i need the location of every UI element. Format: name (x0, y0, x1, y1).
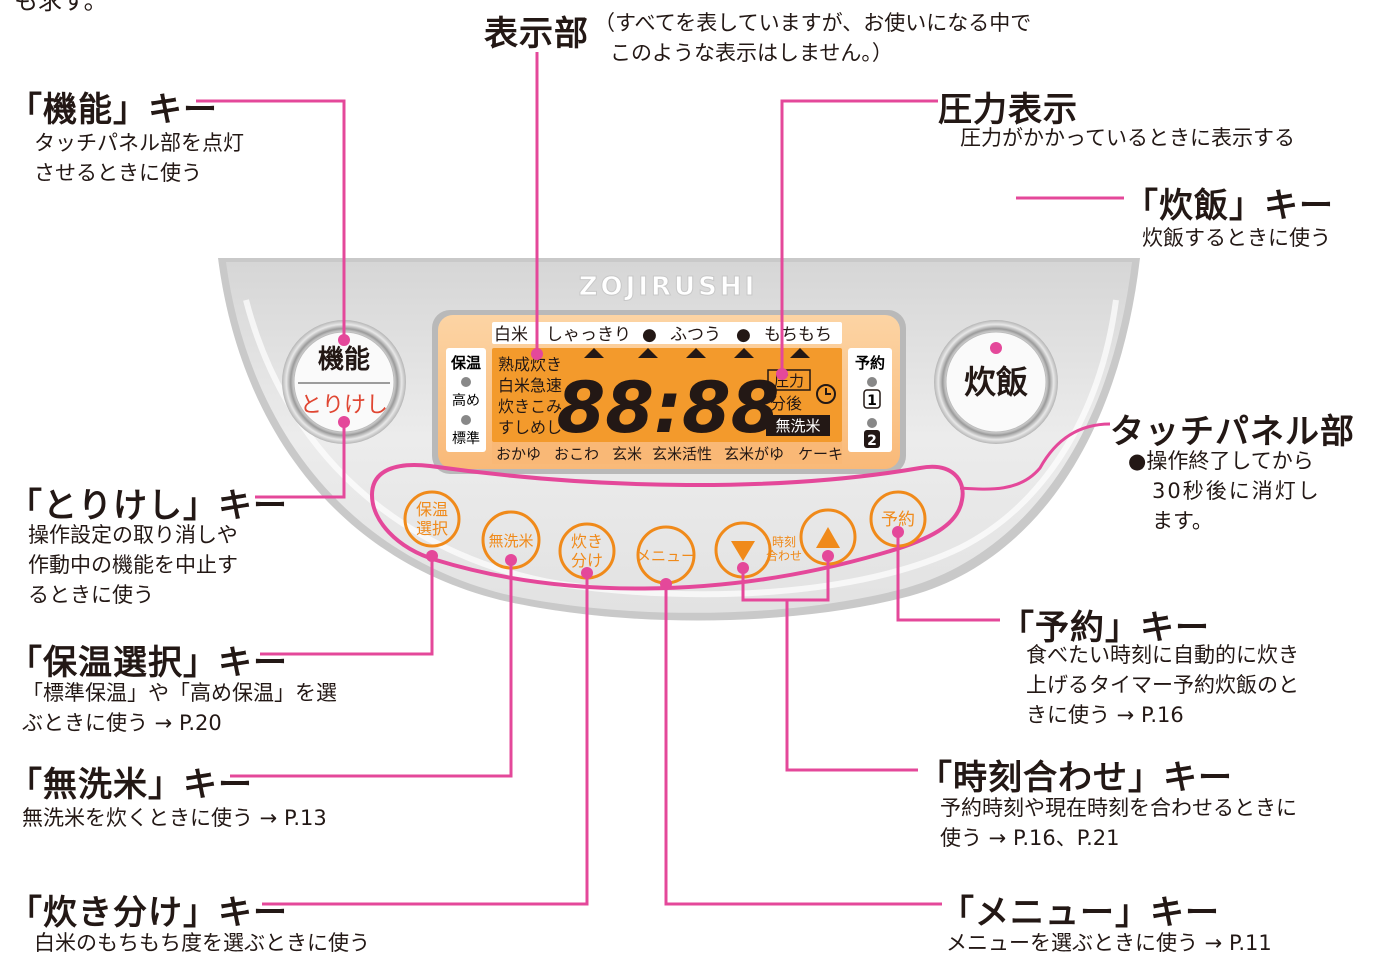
musenmai-callout-title: 「無洗米」キー (8, 765, 253, 805)
suihan-button[interactable]: 炊飯 (934, 320, 1058, 444)
kinou-torikeshi-button[interactable]: 機能 とりけし (282, 320, 406, 444)
hoon-sentaku-callout-desc-1: 「標準保温」や「高め保温」を選 (22, 681, 337, 705)
lcd-hyoujun-label: 標準 (452, 431, 480, 447)
yoyaku-callout-desc-2: 上げるタイマー予約炊飯のと (1026, 673, 1299, 697)
hoon-sentaku-key[interactable]: 保温 選択 (403, 490, 461, 548)
atsuryoku-callout-title: 圧力表示 (938, 90, 1078, 130)
hoon-sentaku-callout-title: 「保温選択」キー (8, 643, 288, 683)
torikeshi-callout-desc-3: るときに使う (28, 583, 154, 607)
top-fragment: も求す。 (14, 0, 108, 15)
torikeshi-callout-desc-2: 作動中の機能を中止す (28, 553, 238, 577)
lcd-takame-label: 高め (452, 392, 480, 409)
brand-logo: ZOJIRUSHI (579, 272, 758, 302)
menu-key-label[interactable]: メニュー (636, 547, 696, 565)
lcd-genmai-kassei: 玄米活性 (652, 445, 712, 463)
touch-panel-callout-title: タッチパネル部 (1110, 412, 1355, 452)
hoon-sentaku-callout-desc-2: ぶときに使う → P.20 (22, 711, 222, 735)
lcd-shakkiri: しゃっきり (546, 325, 631, 345)
leader-lines (196, 52, 1124, 906)
lcd-fungo-label: 分後 (770, 394, 802, 413)
yoyaku-callout-desc-3: きに使う → P.16 (1026, 703, 1184, 727)
arrow-up-icon (816, 527, 840, 548)
jikoku-callout-desc-1: 予約時刻や現在時刻を合わせるときに (940, 796, 1297, 820)
jikoku-key-label-2: 合わせ (766, 548, 802, 563)
kinou-callout-desc-1: タッチパネル部を点灯 (34, 131, 244, 155)
touch-panel-callout-desc-1: ●操作終了してから (1128, 449, 1314, 473)
lcd-hoon-box (446, 348, 486, 452)
arrow-down-icon (731, 541, 755, 561)
takiwake-key-label-2[interactable]: 分け (571, 551, 603, 570)
lcd-futsuu: ふつう (670, 325, 721, 345)
lcd-mochimochi: もちもち (764, 325, 832, 345)
lcd-dot-1: ● (642, 325, 657, 345)
lcd-okowa: おこわ (554, 445, 599, 463)
menu-callout-desc-1: メニューを選ぶときに使う → P.11 (946, 931, 1272, 955)
torikeshi-button-label[interactable]: とりけし (300, 393, 388, 418)
torikeshi-callout-desc-1: 操作設定の取り消しや (28, 523, 238, 547)
display-section-title: 表示部 (484, 14, 589, 54)
takiwake-key-label-1[interactable]: 炊き (571, 532, 603, 551)
touch-panel-callout-desc-3: ます。 (1152, 509, 1213, 533)
lcd-yoyaku-1: 1 (867, 393, 877, 409)
lcd-sushimeshi: すしめし (498, 418, 562, 437)
musenmai-key-label[interactable]: 無洗米 (488, 532, 533, 550)
suihan-callout-desc-1: 炊飯するときに使う (1142, 226, 1331, 250)
lcd-cake: ケーキ (798, 445, 843, 463)
menu-callout-title: 「メニュー」キー (940, 893, 1220, 933)
suihan-callout-title: 「炊飯」キー (1124, 186, 1334, 226)
takiwake-key[interactable]: 炊き 分け (558, 522, 616, 580)
atsuryoku-callout-desc-1: 圧力がかかっているときに表示する (960, 126, 1295, 150)
display-section-note-1: （すべてを表していますが、お使いになる中で (594, 11, 1032, 35)
lcd-yoyaku-label: 予約 (855, 354, 885, 372)
kinou-button-label[interactable]: 機能 (318, 344, 370, 375)
touch-panel-callout-desc-2: 30秒後に消灯し (1152, 479, 1321, 503)
lcd-okayu: おかゆ (496, 445, 541, 463)
yoyaku-key-label[interactable]: 予約 (881, 510, 915, 530)
takiwake-callout-desc-1: 白米のもちもち度を選ぶときに使う (34, 931, 370, 955)
suihan-button-label[interactable]: 炊飯 (964, 363, 1028, 401)
lcd-genmaigayu: 玄米がゆ (724, 445, 784, 463)
lcd-hoon-label: 保温 (450, 354, 481, 372)
jikoku-key-label-1: 時刻 (772, 535, 796, 549)
takiwake-callout-title: 「炊き分け」キー (8, 893, 288, 933)
musenmai-callout-desc-1: 無洗米を炊くときに使う → P.13 (22, 806, 327, 830)
lcd-main-area (492, 348, 842, 442)
clock-icon (816, 384, 836, 404)
hoon-sentaku-key-label-1[interactable]: 保温 (416, 500, 448, 519)
lcd-jukusei: 熟成炊き (498, 355, 562, 374)
lcd-bottom-row: おかゆ おこわ 玄米 玄米活性 玄米がゆ ケーキ (496, 445, 843, 463)
lcd-genmai: 玄米 (612, 445, 642, 463)
torikeshi-callout-title: 「とりけし」キー (8, 486, 288, 526)
jikoku-callout-desc-2: 使う → P.16、P.21 (940, 826, 1120, 850)
lcd-takikomi: 炊きこみ (498, 397, 562, 416)
jikoku-callout-title: 「時刻合わせ」キー (918, 758, 1233, 798)
leader-dots (338, 334, 1002, 590)
lcd-hakumai-kyuusoku: 白米急速 (498, 376, 562, 395)
lcd-yoyaku-2: 2 (867, 433, 877, 449)
touch-panel-outline (369, 463, 965, 591)
kinou-callout-title: 「機能」キー (8, 90, 218, 130)
lcd-musenmai-label: 無洗米 (775, 417, 820, 435)
yoyaku-callout-desc-1: 食べたい時刻に自動的に炊き (1026, 643, 1299, 667)
lcd-digits: 88:88 (557, 367, 780, 449)
hoon-sentaku-key-label-2[interactable]: 選択 (416, 519, 448, 538)
display-section-note-2: このような表示はしません。） (610, 41, 893, 65)
lcd-indicator-triangles (584, 348, 810, 358)
lcd-dot-2: ● (736, 325, 751, 345)
yoyaku-callout-title: 「予約」キー (1000, 608, 1210, 648)
kinou-callout-desc-2: させるときに使う (34, 161, 202, 185)
lcd-hakumai: 白米 (494, 325, 528, 345)
